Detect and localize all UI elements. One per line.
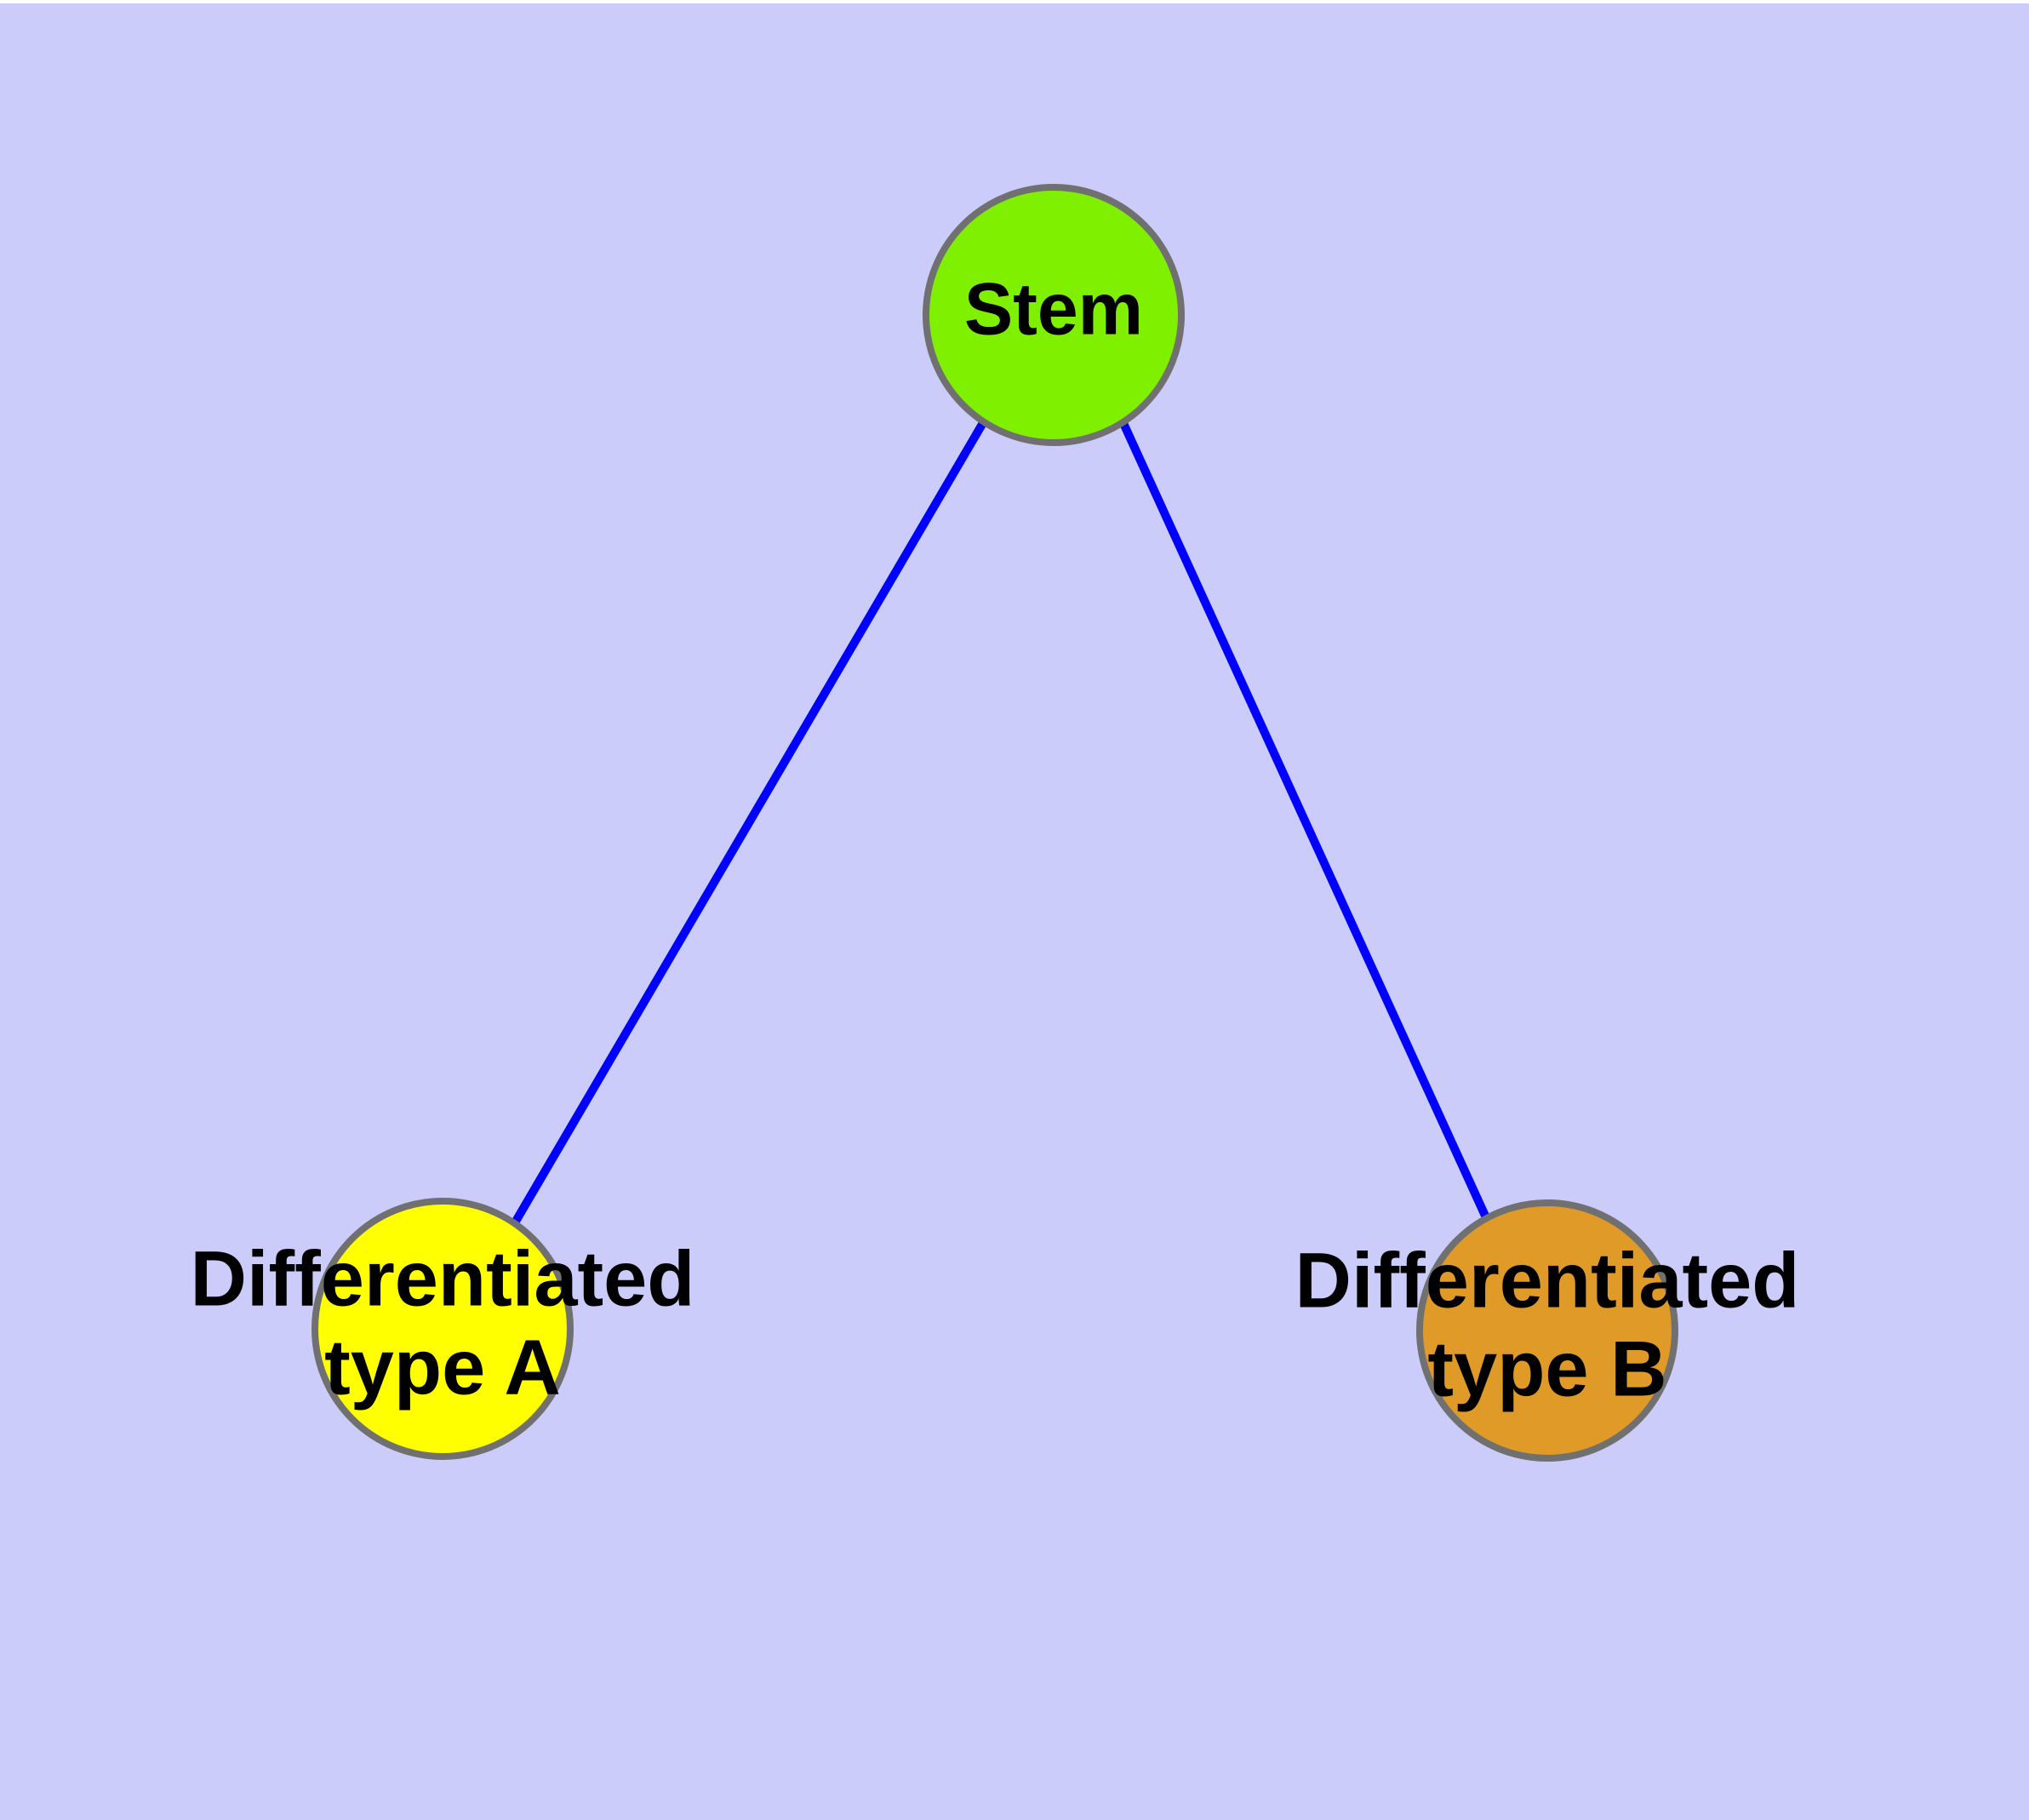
node-label-diff_b-line-1: Differentiated: [1295, 1237, 1800, 1324]
node-circle-diff_a[interactable]: [311, 1198, 574, 1460]
node-label-stem-line-1: Stem: [964, 269, 1143, 351]
node-stem[interactable]: Stem: [923, 184, 1185, 446]
node-label-diff_b-line-2: type B: [1427, 1325, 1666, 1412]
node-label-diff_a-line-1: Differentiated: [191, 1235, 695, 1322]
edges-group: [510, 419, 1494, 1228]
node-circle-stem[interactable]: [923, 184, 1185, 446]
edge-stem-to-diff_a: [510, 419, 988, 1227]
edge-stem-to-diff_b: [1118, 419, 1494, 1228]
node-circle-diff_b[interactable]: [1416, 1199, 1678, 1462]
node-label-diff_a-line-2: type A: [324, 1324, 561, 1411]
